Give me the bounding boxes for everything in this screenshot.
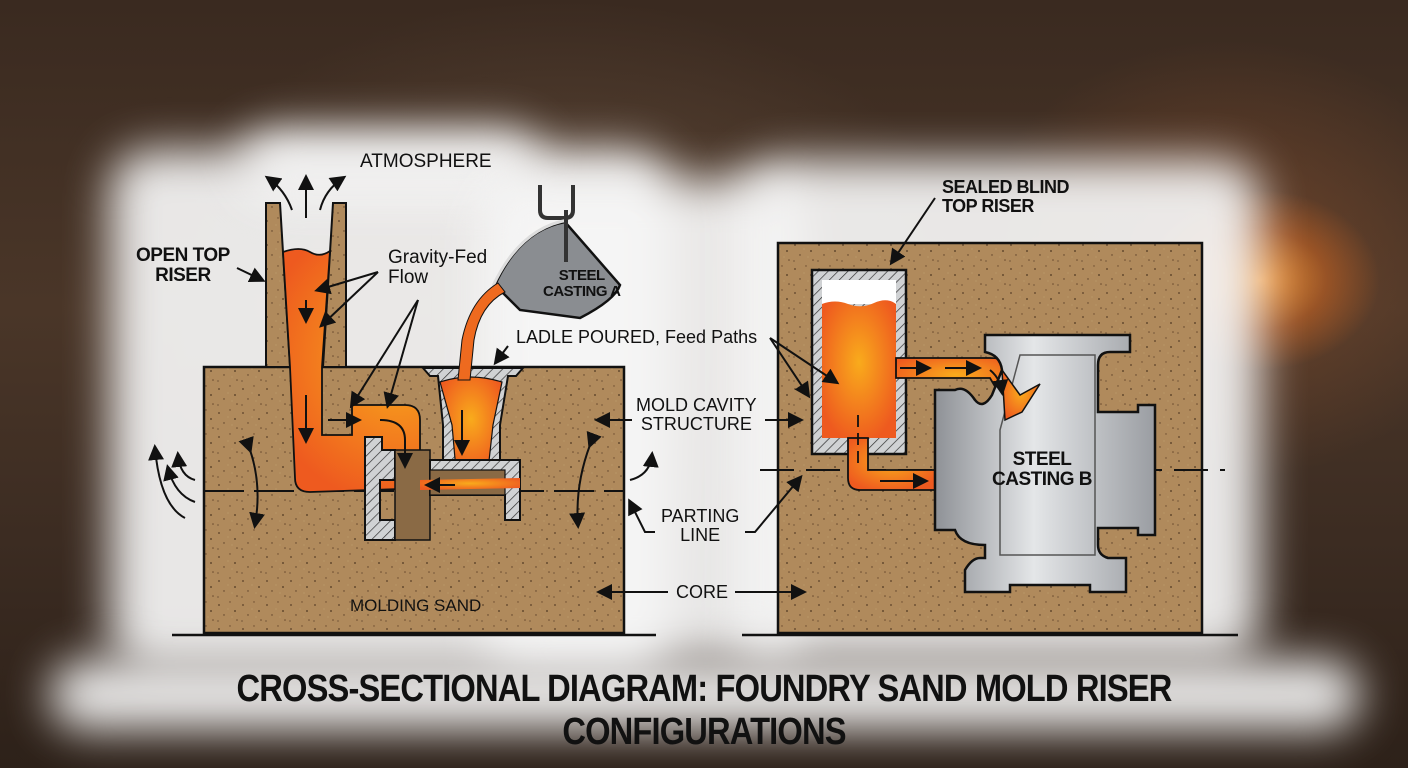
- ladle: [457, 185, 622, 381]
- riser-pointer: [236, 267, 266, 283]
- mold-cavity-structure-label-line1: MOLD CAVITY: [636, 395, 757, 415]
- sealed-riser-pointer: [889, 197, 936, 266]
- ladle-hanger: [538, 185, 575, 220]
- flow-pointer: [314, 271, 379, 295]
- steel-casting-a-label-line2: CASTING A: [543, 282, 621, 300]
- atmosphere-arrow: [319, 175, 347, 211]
- core-label: CORE: [676, 582, 729, 602]
- haze-title: [50, 660, 1360, 730]
- open-top-riser-label: OPEN TOP RISER: [136, 246, 230, 286]
- sealed-blind-top-riser-label-line1: SEALED BLIND: [942, 177, 1070, 197]
- left-mold: [148, 174, 656, 637]
- diagram-title: CROSS-SECTIONAL DIAGRAM: FOUNDRY SAND MO…: [236, 668, 1173, 753]
- sealed-blind-top-riser-label-line2: TOP RISER: [942, 195, 1034, 216]
- flow-pointer: [349, 299, 419, 409]
- parting-line-label-line1: PARTING: [661, 506, 740, 526]
- open-top-riser-label-line1: OPEN TOP: [136, 245, 230, 266]
- parting-line-label-line2: LINE: [680, 524, 721, 545]
- gravity-fed-flow-label-line2: Flow: [388, 266, 429, 288]
- ladle-poured-feed-paths-label: LADLE POURED, Feed Paths: [516, 327, 758, 347]
- feed-paths-pointer: [769, 337, 840, 385]
- right-mold: [742, 197, 1238, 637]
- mold-cavity-structure-label-line2: STRUCTURE: [640, 413, 752, 434]
- sand-expansion-arrow: [569, 430, 602, 529]
- flow-pointer: [319, 271, 379, 328]
- gas-vent-arrow: [163, 464, 196, 503]
- steel-casting-b-label: STEEL CASTING B: [992, 449, 1093, 490]
- casting-a-section: [364, 436, 521, 541]
- gravity-fed-flow-label-line1: Gravity-Fed: [388, 247, 488, 268]
- steel-casting-a-label: STEEL CASTING A: [543, 267, 621, 300]
- blind-riser-molten-metal: [822, 300, 896, 438]
- atmosphere-label: ATMOSPHERE: [360, 151, 492, 172]
- steel-casting-b: [933, 333, 1157, 594]
- feed-paths-pointer: [769, 337, 811, 399]
- sand-expansion-arrow: [238, 436, 265, 529]
- ladle-poured-pointer: [493, 345, 510, 366]
- feed-arrow: [989, 369, 1009, 396]
- steel-casting-b-label-line1: STEEL: [1012, 449, 1072, 470]
- gas-vent-arrow: [148, 444, 186, 519]
- flow-arrow: [379, 419, 413, 469]
- pour-stream: [457, 282, 506, 381]
- blind-riser-cavity-air: [822, 280, 896, 304]
- gas-vent-arrow: [171, 451, 196, 481]
- parting-line-label: PARTING LINE: [661, 507, 739, 545]
- haze-top-left: [240, 130, 540, 200]
- ladle-lip: [491, 218, 569, 287]
- molding-sand-label: MOLDING SAND: [350, 596, 482, 615]
- center-pointers: [594, 412, 807, 600]
- open-top-riser-label-line2: RISER: [155, 264, 211, 286]
- flow-pointer: [383, 299, 419, 409]
- steel-casting-b-label-line2: CASTING B: [992, 468, 1093, 490]
- mold-cavity-structure-label: MOLD CAVITY STRUCTURE: [636, 396, 757, 434]
- atmosphere-arrow: [264, 175, 293, 211]
- gravity-fed-flow-label: Gravity-Fed Flow: [388, 248, 487, 288]
- sealed-blind-top-riser-label: SEALED BLIND TOP RISER: [942, 177, 1070, 216]
- steel-casting-a-label-line1: STEEL: [558, 267, 605, 284]
